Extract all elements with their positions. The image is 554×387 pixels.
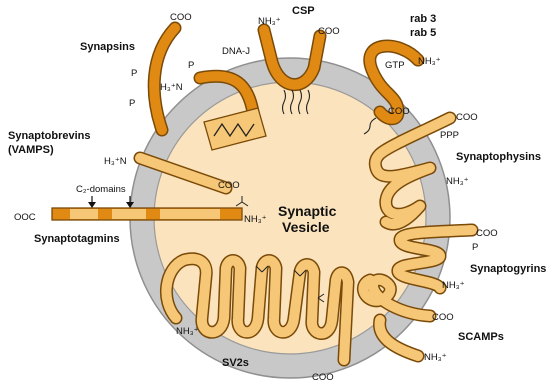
csp-nh: NH₃⁺ [258,16,281,27]
vesicle-label-line1: Synaptic [278,203,337,219]
synaptotagmins-nh: NH₃⁺ [244,214,267,225]
synaptobrevins-label: Synaptobrevins [8,130,91,142]
synapsins-p3: P [188,60,194,71]
sv2s-coo: COO [312,372,334,383]
synapsins-nh: H₃⁺N [160,82,183,93]
synaptobrevins-label-2: (VAMPS) [8,144,54,156]
sv2s-label: SV2s [222,357,249,369]
synapsins-p1: P [131,68,137,79]
synaptogyrins-label: Synaptogyrins [470,263,546,275]
synapsins-coo: COO [170,12,192,23]
synaptotagmins-c2: C₂-domains [76,184,126,195]
synaptotagmins-coo: OOC [14,212,36,223]
rab3-label: rab 3 [410,13,436,25]
scamps-nh: NH₃⁺ [424,352,447,363]
rab-gtp: GTP [385,60,405,71]
rab-coo: COO [388,106,410,117]
synaptogyrins-p: P [472,242,478,253]
csp-label: CSP [292,5,315,17]
synaptotagmins-label: Synaptotagmins [34,233,120,245]
synaptogyrins-coo: COO [476,228,498,239]
csp-coo: COO [318,26,340,37]
sv2s-nh: NH₃⁺ [176,326,199,337]
rab-nh: NH₃⁺ [418,56,441,67]
synaptophysins-label: Synaptophysins [456,151,541,163]
synaptophysins-coo: COO [456,112,478,123]
synaptophysins-nh: NH₃⁺ [446,176,469,187]
vesicle-label-line2: Vesicle [282,219,330,235]
scamps-coo: COO [432,312,454,323]
synaptophysins-ppp: PPP [440,130,459,141]
synaptogyrins-nh: NH₃⁺ [442,280,465,291]
synaptobrevins-coo: COO [218,180,240,191]
rab5-label: rab 5 [410,27,436,39]
csp-dnaj: DNA-J [222,46,250,57]
synapsins-label: Synapsins [80,41,135,53]
synapsins-p2: P [129,98,135,109]
scamps-label: SCAMPs [458,331,504,343]
synaptobrevins-nh: H₃⁺N [104,156,127,167]
